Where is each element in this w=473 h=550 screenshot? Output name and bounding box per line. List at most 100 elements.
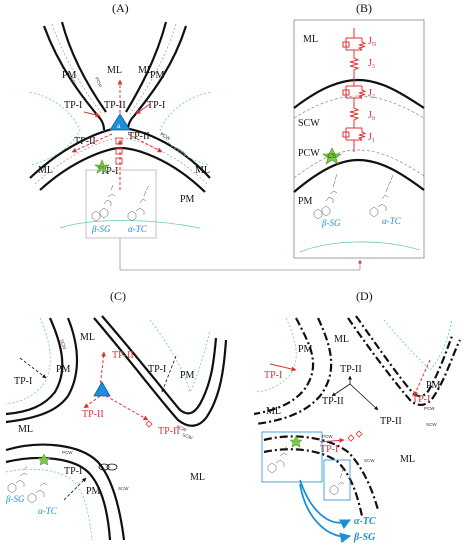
a-tiny-scw-2: SCW <box>175 147 187 157</box>
c-blue-triangle <box>93 381 111 397</box>
c-pm-bottom <box>5 468 93 541</box>
d-pm-v <box>383 319 453 371</box>
d-label-tp2-low-right: TP-II <box>380 416 402 427</box>
a-label-tp1-right: TP-I <box>147 100 165 111</box>
b-j-label-5: J1 <box>368 132 375 144</box>
c-wall-bottom-outer <box>5 443 126 541</box>
b-label-ml: ML <box>303 34 318 45</box>
d-label-tp2-low-left: TP-II <box>322 396 344 407</box>
d-label-tp1-right: TP-I <box>412 394 430 405</box>
a-spring-box-2 <box>115 147 123 155</box>
panel-a: (A) SCW PCW PCW SCW ML ML PM PM ML ML PM… <box>29 1 211 239</box>
d-tiny-pcw: PCW <box>322 434 333 439</box>
d-label-tp2-top: TP-II <box>340 364 362 375</box>
b-wall-lower <box>293 158 425 193</box>
a-pm-left <box>29 91 81 166</box>
c-wall-v-outer <box>93 317 228 427</box>
a-spring-box-1 <box>115 137 123 145</box>
b-j-label-3: J2 <box>368 88 375 100</box>
d-label-pm-top: PM <box>298 344 313 355</box>
a-pm-bottom <box>59 220 201 229</box>
d-label-tp1-bottom: TP-I <box>320 444 338 455</box>
d-wall-bottom-outer <box>263 435 380 511</box>
b-frame <box>293 19 425 259</box>
a-label-tp2-top: TP-II <box>104 100 126 111</box>
a-label-ml-left: ML <box>38 165 53 176</box>
b-molecule-alpha-tc-structure <box>369 174 394 218</box>
panel-d-title: (D) <box>356 289 373 303</box>
panel-b: (B) ML SCW PCW PM <box>293 1 425 259</box>
d-arrow-tp1-left <box>269 363 297 372</box>
a-molecule-alpha-tc-structure <box>127 185 150 222</box>
c-cs-star <box>37 453 51 466</box>
b-wall-upper-dashed <box>293 95 425 119</box>
c-wall-left-outer <box>5 317 64 416</box>
a-arrow-tp1-left <box>83 111 101 118</box>
b-cs-label: CS <box>328 154 336 160</box>
d-label-ml-left: ML <box>266 406 281 417</box>
panel-a-title: (A) <box>112 1 129 15</box>
d-pm-left <box>255 317 297 393</box>
a-triangle-label: a <box>117 124 121 130</box>
c-label-ml-bottom: ML <box>190 472 205 483</box>
a-arrow-tp1-right <box>135 103 151 115</box>
a-tiny-scw-1: SCW <box>69 76 78 88</box>
a-arrow-left-down <box>71 133 113 153</box>
c-tiny-scw: SCW <box>59 339 68 351</box>
c-label-tp1-right: TP-I <box>148 364 166 375</box>
panel-c-title: (C) <box>110 289 126 303</box>
d-wall-left-outer <box>253 317 315 416</box>
d-flow-arrow-1 <box>299 479 351 530</box>
b-label-pm: PM <box>298 196 313 207</box>
c-arrow-tp1-right <box>161 355 177 393</box>
b-label-scw: SCW <box>298 118 320 129</box>
c-label-tp2-upper: TP-II <box>112 350 134 361</box>
a-dashed-upper-right <box>129 23 177 115</box>
c-tiny-scw-bottom: SCW <box>118 486 129 491</box>
d-label-ml-bottom: ML <box>400 454 415 465</box>
c-wall-left-inner <box>5 317 79 424</box>
a-label-beta-sg: β-SG <box>91 224 111 234</box>
panel-d: (D) PM ML TP-II TP-I PM TP-I ML TP-II TP… <box>253 289 461 544</box>
b-label-pcw: PCW <box>298 148 320 159</box>
d-label-tp1-left: TP-I <box>264 370 282 381</box>
panel-b-title: (B) <box>356 1 372 15</box>
a-pm-right <box>159 91 211 166</box>
d-tiny-pcw-right: PCW <box>424 406 435 411</box>
c-label-pm-right: PM <box>180 370 195 381</box>
b-molecule-beta-sg-structure <box>313 173 338 220</box>
d-label-ml-top: ML <box>334 334 349 345</box>
b-cs-star <box>322 147 342 165</box>
d-cs-star <box>289 435 303 448</box>
c-label-tp2-right: TP-II <box>158 426 180 437</box>
a-label-pm-left: PM <box>62 70 77 81</box>
c-molecule-structures <box>7 465 48 504</box>
d-arrow-tp1-right <box>413 359 431 397</box>
d-wall-v-inner <box>355 315 454 398</box>
a-wall-upper-right-inner <box>125 21 168 113</box>
a-molecule-beta-sg-structure <box>91 184 116 222</box>
d-arrow-tp1-bottom <box>319 437 345 443</box>
d-wall-v-outer <box>347 317 461 406</box>
c-label-pm-left: PM <box>56 364 71 375</box>
b-j-label-4: J0 <box>368 110 375 122</box>
c-tiny-pcw-bottom: PCW <box>62 450 73 455</box>
d-tiny-scw-right: SCW <box>426 422 437 427</box>
c-label-ml-left: ML <box>80 332 95 343</box>
a-label-alpha-tc: α-TC <box>128 224 148 234</box>
a-dashed-upper-left <box>51 23 103 115</box>
c-label-alpha-tc: α-TC <box>38 506 58 516</box>
a-label-tp2-left: TP-II <box>74 136 96 147</box>
b-wall-lower-dashed <box>293 149 425 179</box>
b-label-beta-sg: β-SG <box>321 218 341 228</box>
c-arrow-tp2-up <box>99 351 106 389</box>
d-molecule-box-left <box>261 431 323 483</box>
c-label-tp2-lower: TP-II <box>82 409 104 420</box>
b-j-label-1: JN <box>368 36 377 48</box>
c-label-tp1-left: TP-I <box>14 376 32 387</box>
b-pm-curve <box>299 241 421 253</box>
a-label-tp1-left: TP-I <box>64 100 82 111</box>
d-wall-left-inner <box>255 317 333 426</box>
a-label-tp1-center: TP-I <box>100 166 118 177</box>
